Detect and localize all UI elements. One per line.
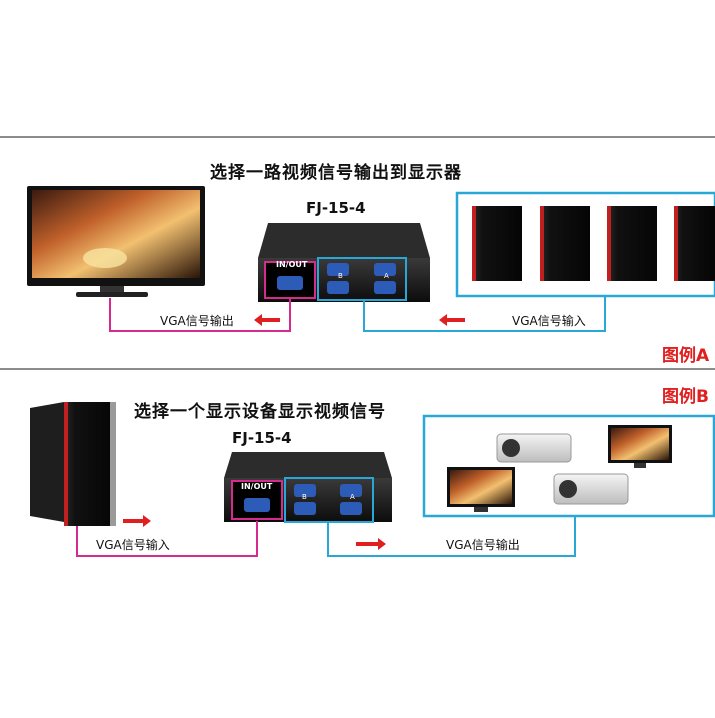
- panel-a-port-in-out-label: IN/OUT: [276, 260, 307, 269]
- pc-towers-a: [457, 193, 715, 296]
- arrow-output-a: [254, 314, 280, 326]
- panel-a-port-a-label: A: [384, 272, 389, 280]
- panel-b-input-label: VGA信号输入: [96, 536, 170, 553]
- panel-a-input-label: VGA信号输入: [512, 312, 586, 329]
- arrow-input-a: [439, 314, 465, 326]
- display-devices-b: [424, 416, 714, 516]
- pc-tower-b: [30, 402, 116, 526]
- arrow-output-b: [356, 538, 386, 550]
- panel-b-port-b-label: B: [302, 493, 307, 501]
- arrow-input-b: [123, 515, 151, 527]
- tv-monitor-a: [27, 186, 205, 297]
- panel-b-output-label: VGA信号输出: [446, 536, 520, 553]
- panel-b-model: FJ-15-4: [232, 429, 292, 447]
- panel-b-port-in-out-label: IN/OUT: [241, 482, 272, 491]
- panel-b-port-a-label: A: [350, 493, 355, 501]
- panel-a-output-label: VGA信号输出: [160, 312, 234, 329]
- panel-b-title: 选择一个显示设备显示视频信号: [134, 397, 386, 422]
- panel-a-port-b-label: B: [338, 272, 343, 280]
- panel-b-legend: 图例B: [662, 382, 709, 407]
